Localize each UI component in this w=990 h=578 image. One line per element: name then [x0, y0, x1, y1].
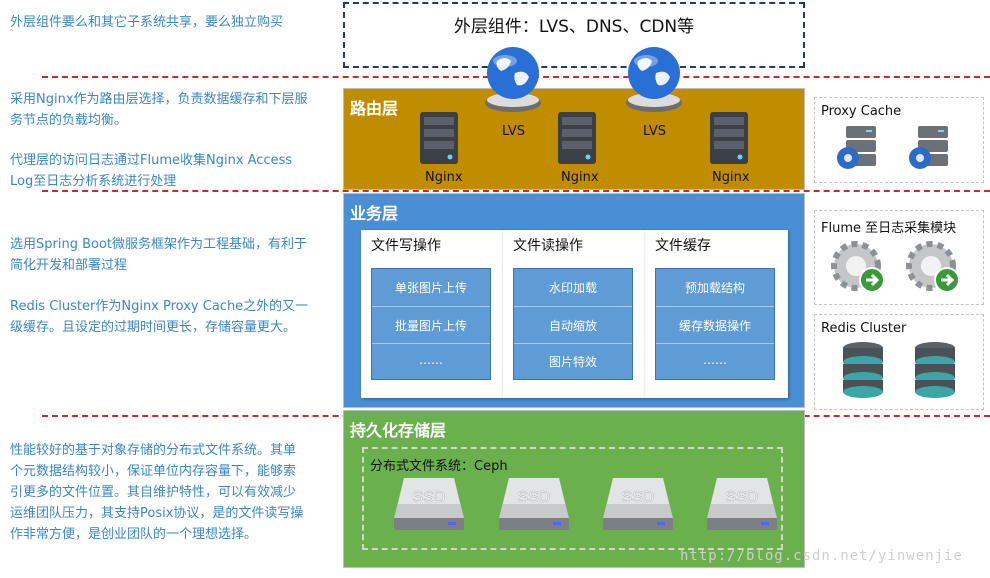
file-cache-list: 预加载结构 缓存数据操作 …… [655, 268, 775, 380]
server-icon [558, 112, 596, 164]
ssd-icon: SSD [499, 478, 569, 530]
gear-icon [831, 241, 885, 293]
watermark: http://blog.csdn.net/yinwenjie [680, 548, 963, 564]
nginx-label: Nginx [425, 170, 463, 185]
list-item: 单张图片上传 [394, 281, 467, 295]
list-item: 预加载结构 [684, 281, 745, 295]
cache-server-icon [909, 126, 948, 169]
server-icon [420, 112, 458, 164]
storage-layer-title: 持久化存储层 [350, 421, 447, 440]
ssd-label: SSD [413, 489, 446, 506]
redis-title: Redis Cluster [821, 321, 907, 336]
ssd-label: SSD [726, 489, 759, 506]
proxy-cache-title: Proxy Cache [821, 104, 902, 119]
divider [372, 306, 490, 307]
file-cache-card: 文件缓存 预加载结构 缓存数据操作 …… [645, 230, 788, 398]
routing-layer-title: 路由层 [350, 99, 399, 118]
list-item: 缓存数据操作 [678, 319, 751, 333]
business-layer: 业务层 文件写操作 单张图片上传 批量图片上传 …… 文件读操作 水印加载 自动… [343, 193, 805, 408]
dfs-title: 分布式文件系统：Ceph [370, 459, 508, 474]
lvs-label: LVS [643, 124, 666, 139]
note-redis: Redis Cluster作为Nginx Proxy Cache之外的又一级缓存… [10, 299, 309, 335]
business-layer-title: 业务层 [350, 204, 399, 223]
divider [656, 343, 774, 344]
ssd-icon: SSD [707, 478, 777, 530]
file-cache-title: 文件缓存 [655, 238, 711, 254]
write-ops-title: 文件写操作 [371, 238, 441, 254]
divider [656, 306, 774, 307]
ssd-label: SSD [518, 489, 551, 506]
nginx-label: Nginx [561, 170, 599, 185]
lvs-label: LVS [502, 124, 525, 139]
outer-components-box: 外层组件：LVS、DNS、CDN等 [343, 2, 805, 68]
read-ops-title: 文件读操作 [513, 238, 583, 254]
cache-server-icon [837, 126, 876, 169]
dfs-box: 分布式文件系统：Ceph [362, 447, 783, 550]
read-ops-card: 文件读操作 水印加载 自动缩放 图片特效 [503, 230, 645, 398]
globe-icon [626, 47, 682, 112]
note-storage: 性能较好的基于对象存储的分布式文件系统。其单个元数据结构较小，保证单位内存容量下… [10, 443, 304, 542]
divider [514, 343, 632, 344]
server-icon [710, 112, 748, 164]
note-routing: 采用Nginx作为路由层选择，负责数据缓存和下层服务节点的负载均衡。 [10, 92, 308, 128]
read-ops-list: 水印加载 自动缩放 图片特效 [513, 268, 633, 380]
divider [372, 343, 490, 344]
list-item: 图片特效 [548, 355, 597, 369]
gear-icon [906, 241, 960, 293]
database-icon [915, 342, 955, 398]
redis-panel: Redis Cluster [814, 314, 984, 410]
divider [514, 306, 632, 307]
list-item: 自动缩放 [548, 319, 597, 333]
note-spring-boot: 选用Spring Boot微服务框架作为工程基础，有利于简化开发和部署过程 [10, 237, 308, 273]
list-item: …… [703, 353, 727, 367]
list-item: 水印加载 [548, 281, 597, 295]
database-icon [843, 342, 883, 398]
flume-title: Flume 至日志采集模块 [821, 221, 957, 236]
list-item: …… [419, 353, 443, 367]
globe-icon [485, 47, 541, 112]
ssd-icon: SSD [394, 478, 464, 530]
divider-line [42, 190, 990, 192]
write-ops-card: 文件写操作 单张图片上传 批量图片上传 …… [361, 230, 503, 398]
proxy-cache-panel: Proxy Cache [814, 97, 984, 183]
ssd-label: SSD [622, 489, 655, 506]
list-item: 批量图片上传 [394, 319, 467, 333]
ssd-icon: SSD [603, 478, 673, 530]
note-outer: 外层组件要么和其它子系统共享，要么独立购买 [10, 15, 284, 30]
outer-components-title: 外层组件：LVS、DNS、CDN等 [453, 17, 695, 37]
write-ops-list: 单张图片上传 批量图片上传 …… [371, 268, 491, 380]
note-logging: 代理层的访问日志通过Flume收集Nginx Access Log至日志分析系统… [10, 153, 293, 189]
nginx-label: Nginx [712, 170, 750, 185]
